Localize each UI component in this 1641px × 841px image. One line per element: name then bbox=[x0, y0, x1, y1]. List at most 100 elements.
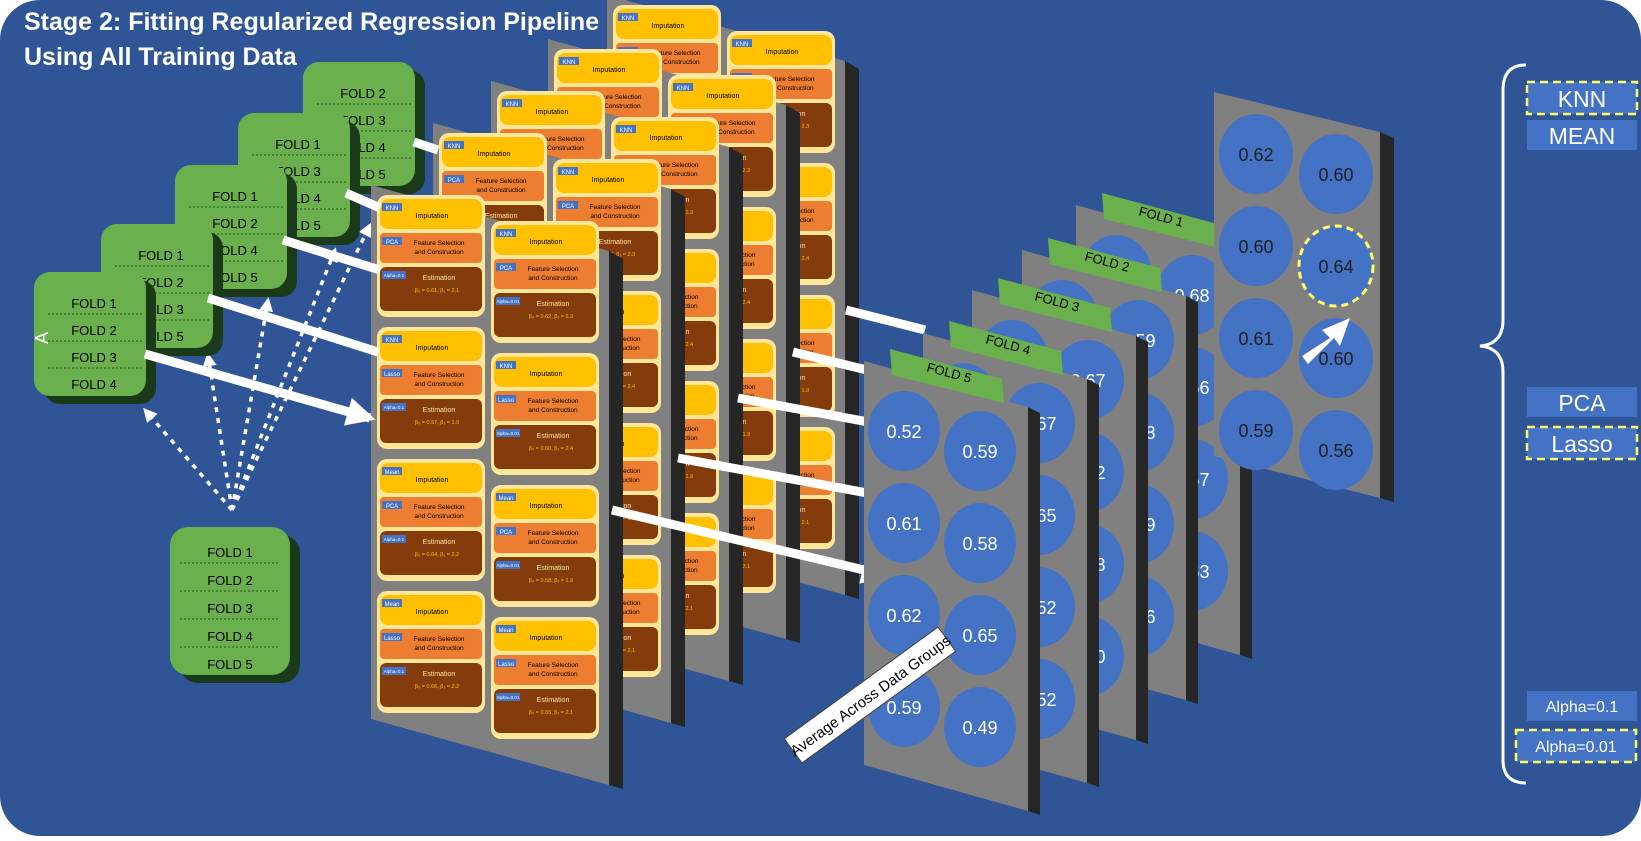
output-arrow-5 bbox=[844, 305, 927, 335]
feature-tag bbox=[496, 395, 516, 403]
input-arrow-4 bbox=[344, 188, 382, 213]
score-circle bbox=[868, 483, 940, 563]
score-board-5: FOLD 50.520.590.610.580.620.650.590.49 bbox=[864, 349, 1040, 815]
feature-label-1: Feature Selection bbox=[648, 162, 699, 169]
imputation-method: KNN bbox=[386, 338, 399, 344]
feature-label-2: and Construction bbox=[528, 275, 578, 282]
board-side bbox=[1028, 407, 1040, 815]
feature-label-1: Feature Selection bbox=[590, 204, 641, 211]
score-value: 0.61 bbox=[886, 514, 921, 534]
imputation-box bbox=[442, 137, 544, 167]
estimation-tag bbox=[382, 271, 406, 279]
estimation-formula: β₀ = 0.66, β₁ = 2.2 bbox=[415, 684, 459, 690]
imputation-label: Imputation bbox=[416, 609, 449, 616]
imputation-box bbox=[494, 357, 596, 387]
imputation-label: Imputation bbox=[536, 109, 569, 116]
feature-label-2: and Construction bbox=[650, 59, 700, 66]
feature-label-1: Feature Selection bbox=[764, 76, 815, 83]
estimation-label: Estimation bbox=[537, 565, 570, 572]
feature-label-2: and Construction bbox=[764, 85, 814, 92]
imputation-tag bbox=[673, 83, 693, 91]
average-value: 0.60 bbox=[1238, 237, 1273, 257]
average-value: 0.59 bbox=[1238, 421, 1273, 441]
score-circle bbox=[944, 687, 1016, 767]
imputation-box bbox=[556, 163, 658, 193]
imputation-method: KNN bbox=[500, 232, 513, 238]
average-value: 0.61 bbox=[1238, 329, 1273, 349]
score-circle bbox=[868, 391, 940, 471]
imputation-method: KNN bbox=[736, 42, 749, 48]
average-board: 0.620.600.600.640.610.600.590.56 bbox=[1214, 92, 1394, 502]
feature-tag bbox=[496, 659, 516, 667]
data-group-letter: A bbox=[32, 332, 52, 344]
imputation-box bbox=[616, 9, 718, 39]
fold-label: FOLD 1 bbox=[275, 137, 321, 152]
feature-label-1: Feature Selection bbox=[528, 266, 579, 273]
feature-label-2: and Construction bbox=[528, 407, 578, 414]
imputation-tag bbox=[382, 599, 402, 607]
score-value: 0.49 bbox=[962, 718, 997, 738]
fold-label: FOLD 3 bbox=[71, 350, 117, 365]
feature-method: Lasso bbox=[384, 636, 401, 642]
imputation-box bbox=[500, 95, 602, 125]
imputation-tag bbox=[616, 125, 636, 133]
imputation-method: Mean bbox=[498, 628, 513, 634]
panel-side bbox=[609, 251, 623, 789]
legend-knn-box bbox=[1525, 80, 1639, 116]
imputation-label: Imputation bbox=[707, 93, 740, 100]
imputation-box bbox=[494, 225, 596, 255]
feature-label-1: Feature Selection bbox=[705, 120, 756, 127]
imputation-label: Imputation bbox=[766, 49, 799, 56]
feature-method: PCA bbox=[386, 240, 398, 246]
imputation-box bbox=[671, 79, 773, 109]
average-circle bbox=[1219, 390, 1293, 470]
panel-side bbox=[786, 105, 800, 643]
feature-box bbox=[380, 497, 482, 527]
feature-label-1: Feature Selection bbox=[414, 504, 465, 511]
average-circle bbox=[1299, 226, 1373, 306]
imputation-box bbox=[380, 463, 482, 493]
estimation-alpha: Alpha=0.01 bbox=[497, 431, 520, 436]
board-fold-tab bbox=[998, 278, 1112, 332]
fold-group-card bbox=[34, 272, 146, 396]
feature-box bbox=[494, 523, 596, 553]
imputation-method: Mean bbox=[384, 602, 399, 608]
feature-tag bbox=[444, 175, 464, 183]
all-folds-label: FOLD 1 bbox=[207, 545, 253, 560]
fold-label: FOLD 1 bbox=[138, 248, 184, 263]
score-value: 0.62 bbox=[886, 606, 921, 626]
feature-label-1: Feature Selection bbox=[528, 530, 579, 537]
feature-label-2: and Construction bbox=[648, 171, 698, 178]
feature-box bbox=[494, 259, 596, 289]
legend-pca-box bbox=[1527, 387, 1637, 417]
imputation-method: KNN bbox=[677, 86, 690, 92]
board-fold-tab bbox=[890, 349, 1004, 403]
score-value: 0.58 bbox=[962, 534, 997, 554]
estimation-formula: β₀ = 0.64, β₁ = 2.2 bbox=[415, 552, 459, 558]
feature-method: PCA bbox=[386, 504, 398, 510]
feature-method: Lasso bbox=[384, 372, 401, 378]
imputation-label: Imputation bbox=[650, 135, 683, 142]
input-arrow-1 bbox=[143, 349, 376, 426]
imputation-label: Imputation bbox=[593, 67, 626, 74]
legend-knn: KNN bbox=[1558, 86, 1607, 112]
imputation-label: Imputation bbox=[416, 477, 449, 484]
imputation-tag bbox=[502, 99, 522, 107]
fold-label: FOLD 5 bbox=[212, 270, 258, 285]
feature-label-1: Feature Selection bbox=[528, 398, 579, 405]
imputation-method: KNN bbox=[622, 16, 635, 22]
feature-label-2: and Construction bbox=[534, 145, 584, 152]
resample-arrow-2 bbox=[202, 352, 234, 511]
feature-label-2: and Construction bbox=[414, 645, 464, 652]
imputation-method: KNN bbox=[506, 102, 519, 108]
imputation-method: KNN bbox=[563, 60, 576, 66]
panel-side bbox=[845, 61, 859, 599]
average-circle bbox=[1219, 298, 1293, 378]
